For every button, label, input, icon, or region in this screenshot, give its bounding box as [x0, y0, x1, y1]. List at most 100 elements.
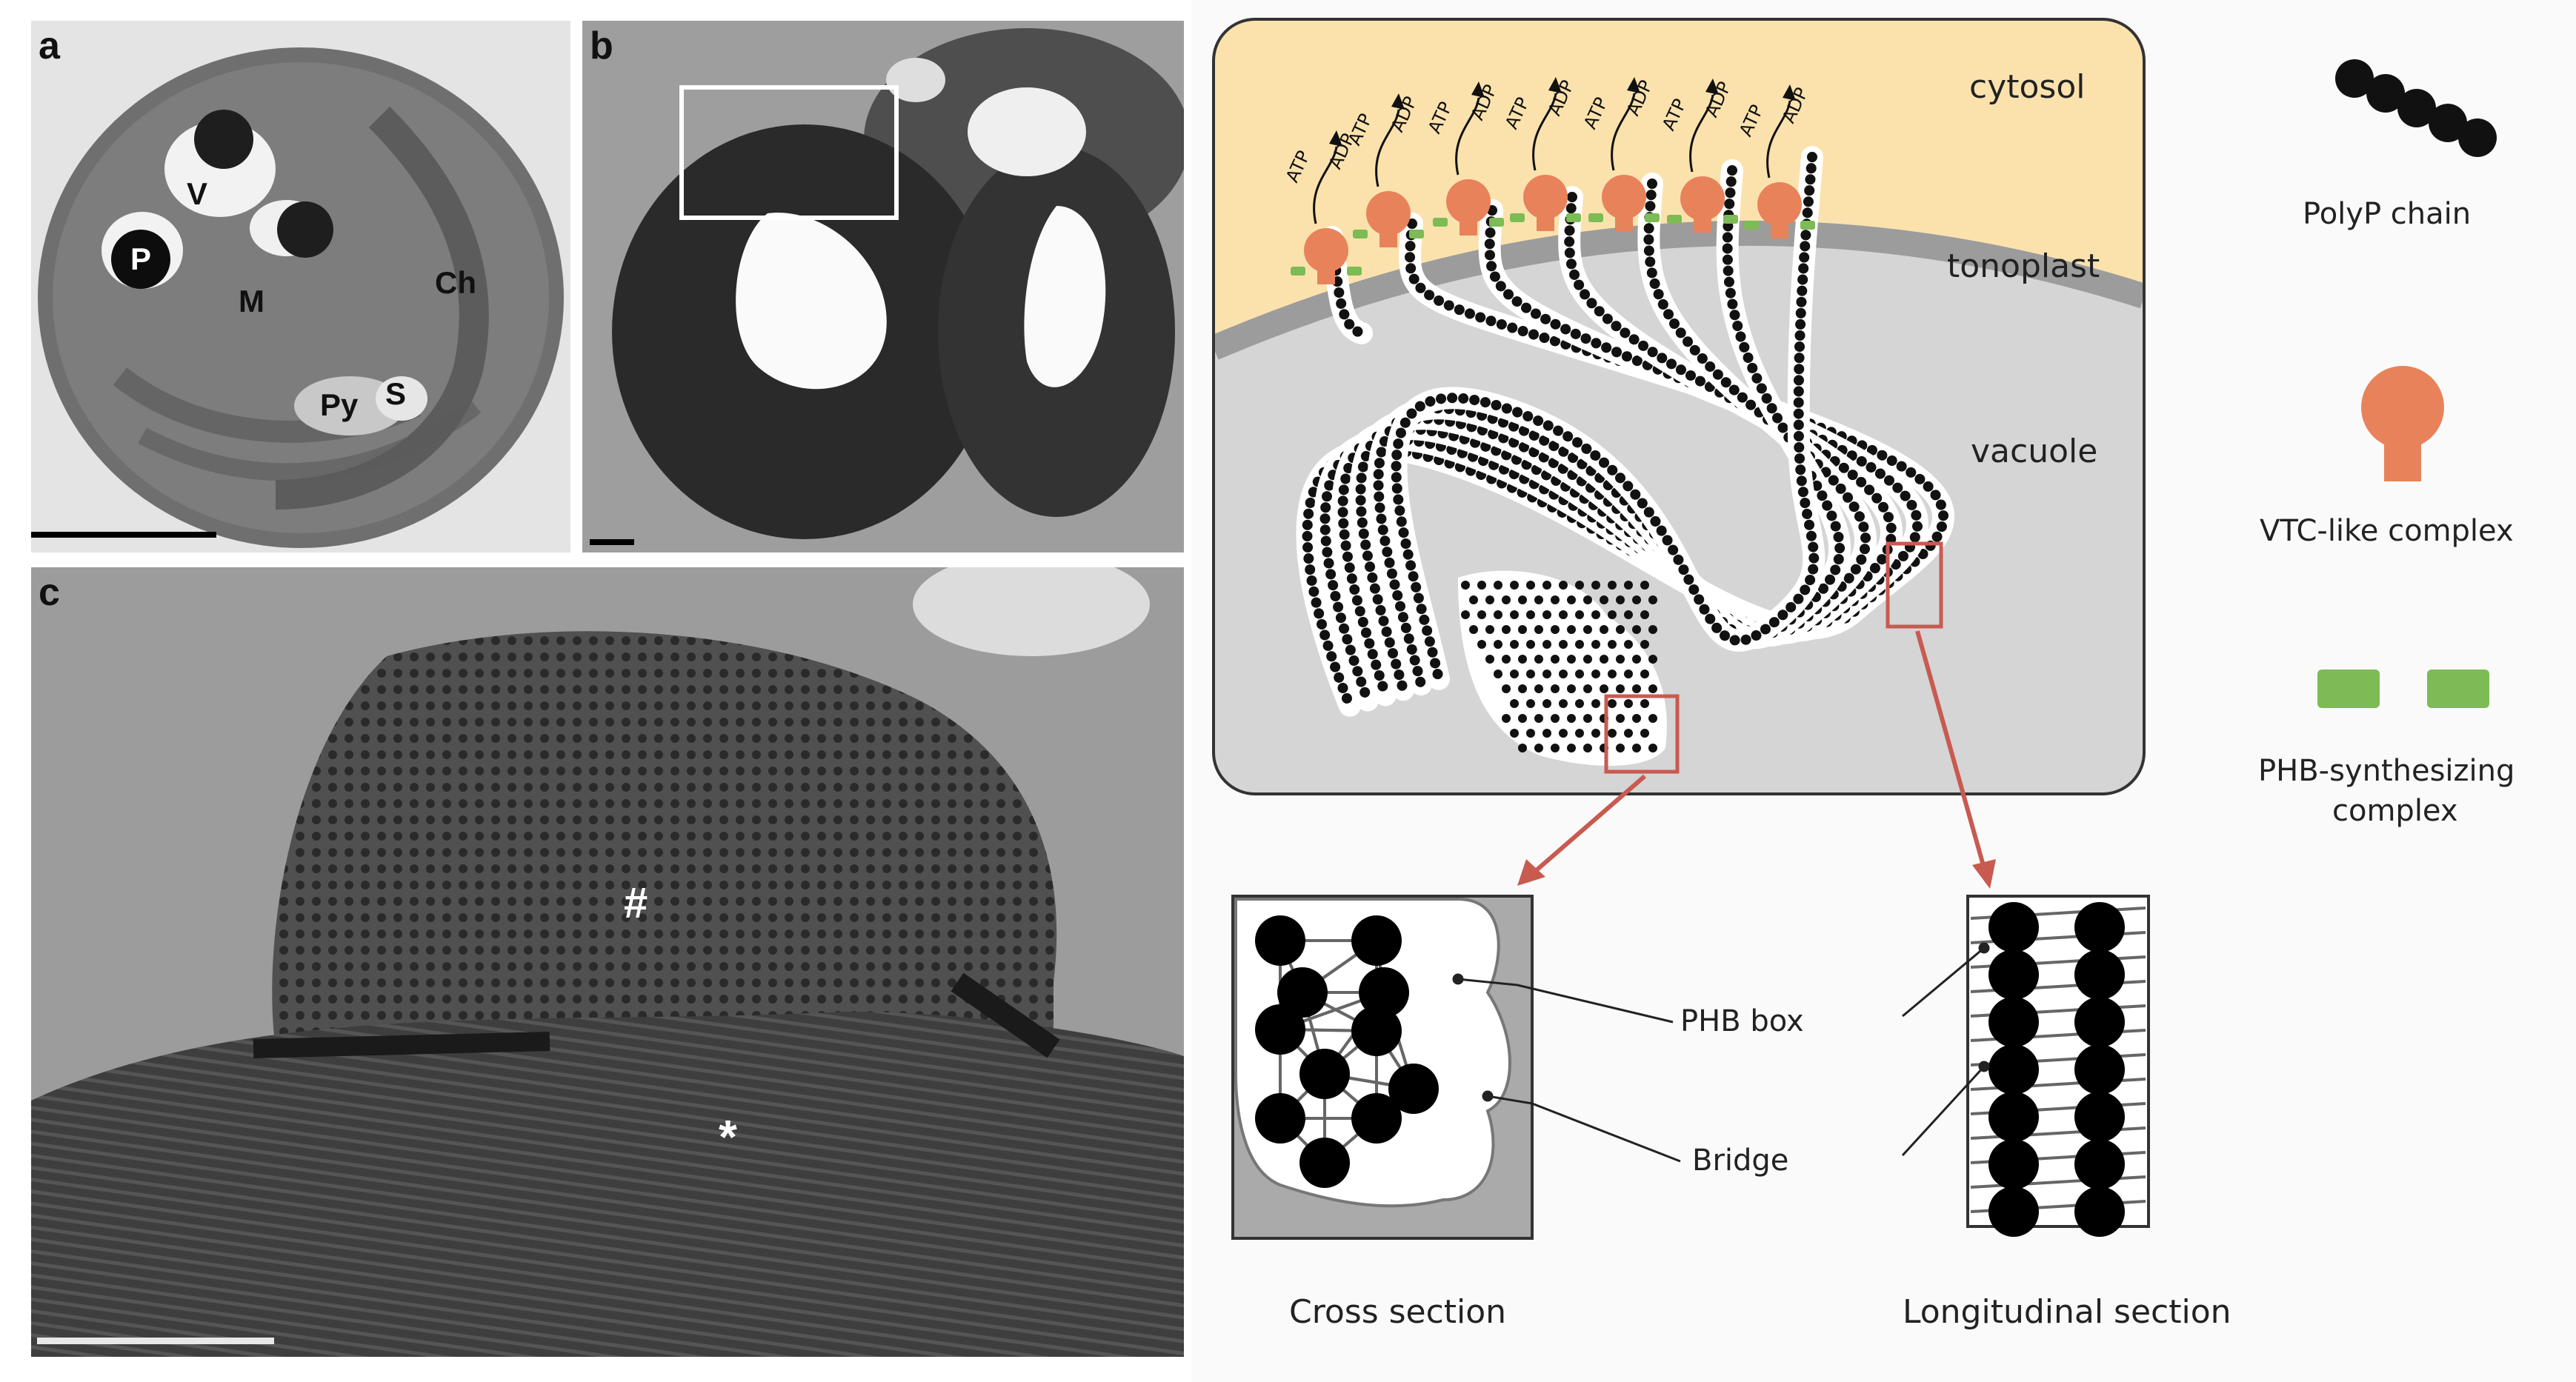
polyp-chain-unit [1988, 1044, 2039, 1095]
lattice-dot [1632, 625, 1641, 634]
lattice-dot [1477, 581, 1486, 590]
polyp-chain-end [1299, 1049, 1350, 1099]
lattice-dot [1624, 699, 1633, 708]
polyp-chain [1391, 152, 1820, 684]
lattice-dot [1534, 744, 1543, 752]
lattice-dot [1640, 670, 1649, 678]
atp-adp-arrow [1766, 100, 1791, 178]
lattice-dot [1518, 684, 1527, 693]
phb-complex [1800, 221, 1815, 230]
lattice-dot [1534, 714, 1543, 723]
polyp-chain-unit [1988, 949, 2039, 1000]
label-tonoplast: tonoplast [1947, 247, 2100, 285]
lattice-dot [1583, 714, 1592, 723]
vtc-head [1366, 191, 1411, 236]
phb-complex [1291, 267, 1305, 276]
arrowhead [1548, 77, 1562, 93]
lattice-dot [1583, 684, 1592, 693]
lattice-dot [1608, 640, 1617, 649]
longitudinal-section-inset [1966, 895, 2150, 1237]
lattice-dot [1518, 744, 1527, 752]
callout-bridge: Bridge [1692, 1144, 1789, 1178]
polyp-chain-end [1388, 1064, 1439, 1114]
label-mitochondrion: M [239, 284, 264, 318]
lattice-dot [1526, 610, 1535, 619]
lattice-dot [1559, 670, 1568, 678]
lattice-dot [1502, 625, 1511, 634]
lattice-dot [1542, 640, 1551, 649]
lattice-dot [1534, 684, 1543, 693]
atp-adp-arrow [1375, 109, 1400, 187]
lattice-dot [1616, 684, 1625, 693]
lattice-dot [1616, 625, 1625, 634]
lattice-dot [1469, 625, 1478, 634]
lattice-dot [1648, 714, 1657, 723]
lattice-dot [1518, 625, 1527, 634]
lattice-dot [1551, 595, 1560, 604]
lattice-dot [1624, 581, 1633, 590]
lattice-dot [1624, 640, 1633, 649]
lattice-dot [1534, 595, 1543, 604]
phb-complex [1433, 218, 1448, 227]
label-chloroplast: Ch [435, 265, 476, 300]
lattice-dot [1648, 625, 1657, 634]
legend-vtc-label: VTC-like complex [2260, 514, 2514, 548]
polyp-chain-end [1255, 1004, 1305, 1055]
legend-polyp-chain [2335, 59, 2497, 157]
lattice-dot [1640, 699, 1649, 708]
lattice-dot [1551, 714, 1560, 723]
polyp-chain-end [1351, 1093, 1402, 1144]
lattice-dot [1600, 684, 1608, 693]
callout-leaders [1452, 942, 1990, 1163]
lattice-dot [1648, 744, 1657, 752]
lattice-dot [1624, 729, 1633, 738]
cross-section-inset [1231, 895, 1534, 1240]
polyp-chain-unit [1988, 1186, 2039, 1237]
polyp-chain-unit [2074, 1139, 2125, 1189]
lattice-dot [1559, 610, 1568, 619]
lattice-dot [1608, 581, 1617, 590]
atp-adp-arrow [1689, 94, 1714, 173]
label-pyrenoid: Py [320, 387, 359, 422]
polyp-chain-unit [1988, 997, 2039, 1047]
lattice-dot [1600, 595, 1608, 604]
lattice-dot [1518, 655, 1527, 664]
polyp-chain-unit [1988, 902, 2039, 952]
lattice-dot [1526, 670, 1535, 678]
lattice-dot [1494, 670, 1502, 678]
polyp-chain-unit [2074, 997, 2125, 1047]
lattice-dot [1534, 655, 1543, 664]
phb-complex [1667, 215, 1682, 224]
lattice-dot [1551, 655, 1560, 664]
lattice-dot [1567, 655, 1576, 664]
vtc-head [1680, 176, 1725, 221]
phb-complex [1347, 267, 1362, 276]
phb-complex [1744, 221, 1759, 230]
legend-vtc-complex [2361, 366, 2444, 481]
lattice-dot [1461, 610, 1470, 619]
polyp-chain-unit [2074, 902, 2125, 952]
phb-complex [1510, 213, 1525, 222]
lattice-dot [1526, 699, 1535, 708]
lattice-dot [1526, 729, 1535, 738]
lattice-dot [1559, 729, 1568, 738]
lattice-dot [1616, 595, 1625, 604]
lattice-dot [1567, 625, 1576, 634]
lattice-dot [1640, 610, 1649, 619]
label-fibrils-star: * [719, 1110, 737, 1164]
lattice-dot [1567, 595, 1576, 604]
phb-complex [1489, 218, 1504, 227]
polyp-lattice-micrograph [31, 567, 1184, 1357]
polyp-chain-end [1351, 915, 1402, 966]
atp-adp-arrow [1313, 146, 1338, 224]
lattice-dot [1567, 744, 1576, 752]
lattice-dot [1551, 684, 1560, 693]
lattice-dot [1542, 699, 1551, 708]
lattice-dot [1591, 699, 1600, 708]
lattice-dot [1608, 610, 1617, 619]
lattice-dot [1510, 640, 1519, 649]
vtc-head [1304, 228, 1348, 273]
lattice-dot [1616, 655, 1625, 664]
